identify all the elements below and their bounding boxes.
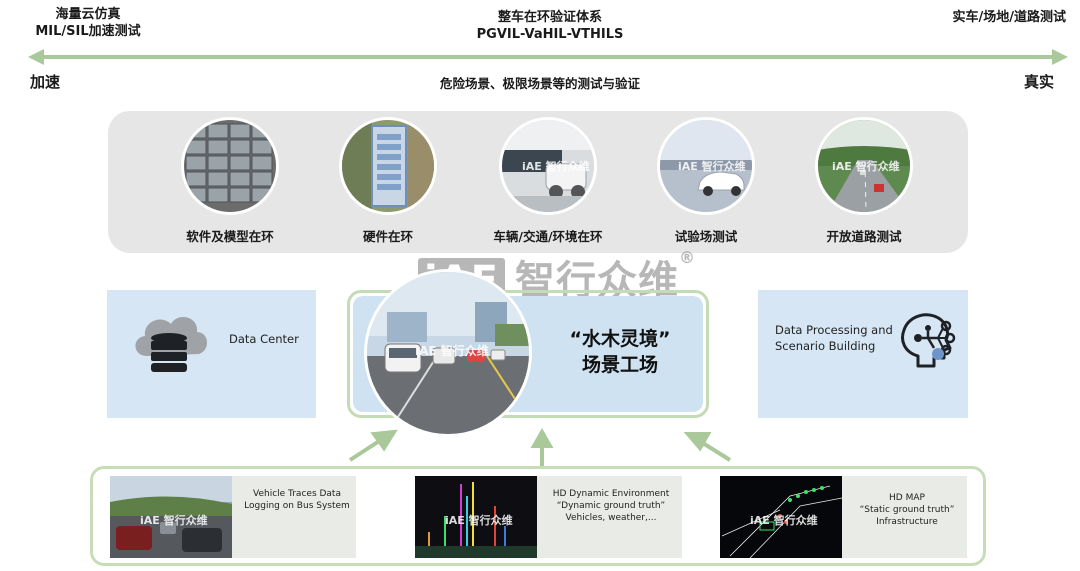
data-sources-frame [90,466,986,566]
top-center-caption: 整车在环验证体系 PGVIL-VaHIL-VTHILS [400,9,700,43]
hd-map-line2: “Static ground truth” [859,505,955,515]
axis-label-real: 真实 [1023,73,1054,91]
thumb-watermark: iAE 智行众维 [140,514,208,527]
simulated-road-scene: iAE 智行众维 [367,272,529,434]
data-center-card: Data Center [107,290,316,418]
source-vehicle-traces: iAE 智行众维 Vehicle Traces Data Logging on … [110,476,356,558]
sil-thumbnail [184,120,276,212]
factory-title-line1: “水木灵境” [569,328,671,350]
method-sil-label: 软件及模型在环 [186,229,274,244]
vehicle-loop-label: 整车在环验证体系 [497,10,602,25]
hd-map-text: HD MAP “Static ground truth” Infrastruct… [850,492,964,528]
thumb-watermark: iAE 智行众维 [678,160,746,173]
hd-dynamic-line2: “Dynamic ground truth” [556,501,666,511]
hd-map-line3: Infrastructure [876,517,938,527]
vehicle-traces-text: Vehicle Traces Data Logging on Bus Syste… [238,488,356,512]
registered-mark: ® [679,248,696,267]
hd-dynamic-thumbnail: iAE 智行众维 [415,476,537,558]
mil-sil-label: MIL/SIL加速测试 [35,24,141,39]
hd-dynamic-line3: Vehicles, weather,... [565,513,657,523]
method-vehicle-loop-label: 车辆/交通/环境在环 [493,229,603,244]
ai-head-icon [901,313,956,368]
thumb-watermark: iAE 智行众维 [832,160,900,173]
thumb-watermark: iAE 智行众维 [750,514,818,527]
scenario-factory-frame [347,290,709,418]
vehicle-traces-thumbnail: iAE 智行众维 [110,476,232,558]
arrow-right-head [683,432,712,452]
accel-real-axis-arrow [28,49,1068,65]
vehicle-traces-line2: Logging on Bus System [244,501,350,511]
method-hil: 硬件在环 [318,120,458,245]
data-processing-text: Data Processing and Scenario Building [775,322,893,354]
thumb-watermark: iAE 智行众维 [522,160,590,173]
top-left-caption: 海量云仿真 MIL/SIL加速测试 [18,6,158,40]
arrow-left-head [370,429,398,452]
vehicle-loop-thumbnail: iAE 智行众维 [502,120,594,212]
method-open-road: iAE 智行众维 开放道路测试 [794,120,934,245]
axis-label-accelerate: 加速 [30,73,61,91]
method-sil: 软件及模型在环 [160,120,300,245]
method-proving-ground-label: 试验场测试 [674,229,738,244]
data-processing-line1: Data Processing and [775,323,893,337]
hil-thumbnail [342,120,434,212]
vehicle-traces-line1: Vehicle Traces Data [253,489,341,499]
source-hd-map: iAE 智行众维 HD MAP “Static ground truth” In… [720,476,967,558]
hd-map-line1: HD MAP [889,493,925,503]
scenario-subtitle: 危险场景、极限场景等的测试与验证 [439,76,640,91]
factory-title-line2: 场景工场 [581,354,658,376]
data-processing-card: Data Processing and Scenario Building [758,290,968,418]
method-vehicle-loop: iAE 智行众维 车辆/交通/环境在环 [478,120,618,245]
data-processing-line2: Scenario Building [775,339,876,353]
proving-ground-thumbnail: iAE 智行众维 [660,120,752,212]
method-open-road-label: 开放道路测试 [826,229,902,244]
hd-map-thumbnail: iAE 智行众维 [720,476,842,558]
pgvil-label: PGVIL-VaHIL-VTHILS [476,27,624,42]
data-flow-arrows [348,428,732,468]
data-center-label: Data Center [229,332,299,346]
arrow-center-head [530,428,554,448]
top-right-caption: 实车/场地/道路测试 [952,10,1067,25]
method-hil-label: 硬件在环 [362,229,413,244]
thumb-watermark: iAE 智行众维 [445,514,513,527]
cloud-database-icon [135,317,208,372]
open-road-thumbnail: iAE 智行众维 [818,120,910,212]
method-proving-ground: iAE 智行众维 试验场测试 [636,120,776,245]
hd-dynamic-text: HD Dynamic Environment “Dynamic ground t… [545,488,677,524]
hd-dynamic-line1: HD Dynamic Environment [552,489,670,499]
scenario-factory-title: “水木灵境” 场景工场 [540,326,700,378]
thumb-watermark: iAE 智行众维 [415,344,489,358]
cloud-sim-label: 海量云仿真 [55,7,121,22]
source-hd-dynamic: iAE 智行众维 HD Dynamic Environment “Dynamic… [415,476,682,558]
